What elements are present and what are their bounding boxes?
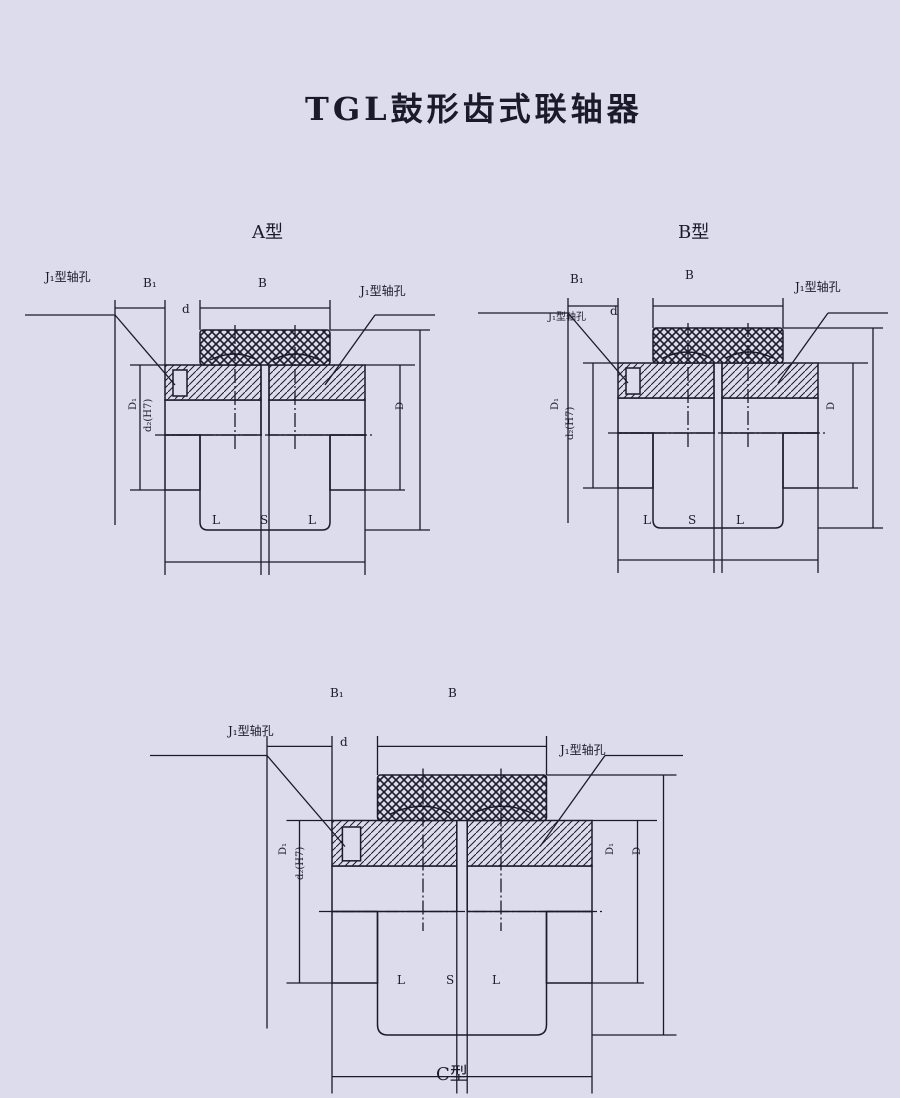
view-b-d-outer-label: D [826, 401, 837, 410]
view-b-d1-label: D₁ [550, 397, 561, 410]
right-shaft-flange [329, 434, 366, 491]
right-hub-bore [466, 865, 593, 913]
view-a-d2-label: d₂(H7) [143, 398, 154, 432]
shaft-body [376, 911, 548, 1036]
right-shaft-flange [782, 432, 819, 489]
gear-teeth-curve [662, 351, 774, 359]
view-a-l-left-label: L [212, 513, 220, 527]
view-a-s-label: S [260, 513, 269, 527]
view-c-s-label: S [446, 973, 455, 987]
bore-left-leader [266, 755, 346, 847]
view-c-d-label: d [340, 735, 348, 749]
left-seal-ring [341, 826, 362, 862]
view-b-l-left-label: L [643, 513, 651, 527]
view-b-s-label: S [688, 513, 697, 527]
view-b-b-label: B [685, 268, 694, 282]
right-hub-section [268, 364, 366, 401]
bore-left-leader [114, 314, 176, 386]
view-b-bore-right-label: J₁型轴孔 [795, 280, 841, 294]
bore-right-leader [777, 312, 829, 384]
left-hub-bore [331, 865, 458, 913]
view-c-bore-right-label: J₁型轴孔 [560, 743, 606, 757]
view-c-d2-label: d₂(H7) [295, 846, 306, 880]
bore-right-leader [324, 314, 376, 386]
view-b-bore-left-label: J₁型轴孔 [548, 312, 587, 323]
left-hub-bore [617, 397, 715, 434]
left-hub-bore [164, 399, 262, 436]
right-hub-section [721, 362, 819, 399]
left-seal-ring [625, 367, 641, 395]
right-hub-bore [721, 397, 819, 434]
left-shaft-flange [164, 434, 201, 491]
right-hub-section [466, 819, 593, 867]
view-b-b1-label: B₁ [570, 272, 584, 286]
view-b-title: B型 [678, 222, 710, 243]
view-c-l-right-label: L [492, 973, 500, 987]
view-a-title: A型 [252, 222, 283, 243]
view-c-d-outer-label: D [632, 846, 643, 855]
view-b-drawing [478, 298, 888, 573]
view-c-drawing [150, 736, 683, 1094]
left-shaft-flange [617, 432, 654, 489]
view-a-l-right-label: L [308, 513, 316, 527]
view-b-d2-label: d₂(H7) [565, 406, 576, 440]
view-c-d1-right-label: D₁ [605, 842, 616, 855]
view-a-bore-left-label: J₁型轴孔 [45, 270, 91, 284]
right-shaft-flange [545, 910, 593, 984]
view-a-b-label: B [258, 276, 267, 290]
view-c-b1-label: B₁ [330, 686, 344, 700]
view-c-bore-left-label: J₁型轴孔 [228, 724, 274, 738]
sleeve-section [652, 327, 784, 364]
view-a-bore-right-label: J₁型轴孔 [360, 284, 406, 298]
view-c-title: C型 [436, 1064, 468, 1085]
bore-right-leader [539, 755, 606, 847]
bore-left-leader [567, 312, 629, 384]
right-hub-bore [268, 399, 366, 436]
view-c-l-left-label: L [397, 973, 405, 987]
sleeve-section [199, 329, 331, 366]
gear-teeth-curve [390, 805, 534, 815]
view-a-d1-label: D₁ [128, 397, 139, 410]
view-c-d1-label: D₁ [278, 842, 289, 855]
view-c-b-label: B [448, 686, 457, 700]
view-a-d-label: d [182, 302, 190, 316]
view-b-l-right-label: L [736, 513, 744, 527]
view-a-d-outer-label: D [395, 401, 406, 410]
gear-teeth-curve [209, 353, 321, 361]
left-shaft-flange [331, 910, 379, 984]
shaft-body [199, 435, 331, 531]
left-seal-ring [172, 369, 188, 397]
shaft-body [652, 433, 784, 529]
view-a-drawing [25, 300, 435, 575]
view-a-b1-label: B₁ [143, 276, 157, 290]
sleeve-section [376, 774, 548, 822]
view-b-d-label: d [610, 304, 618, 318]
page-title: TGL鼓形齿式联轴器 [305, 90, 643, 128]
